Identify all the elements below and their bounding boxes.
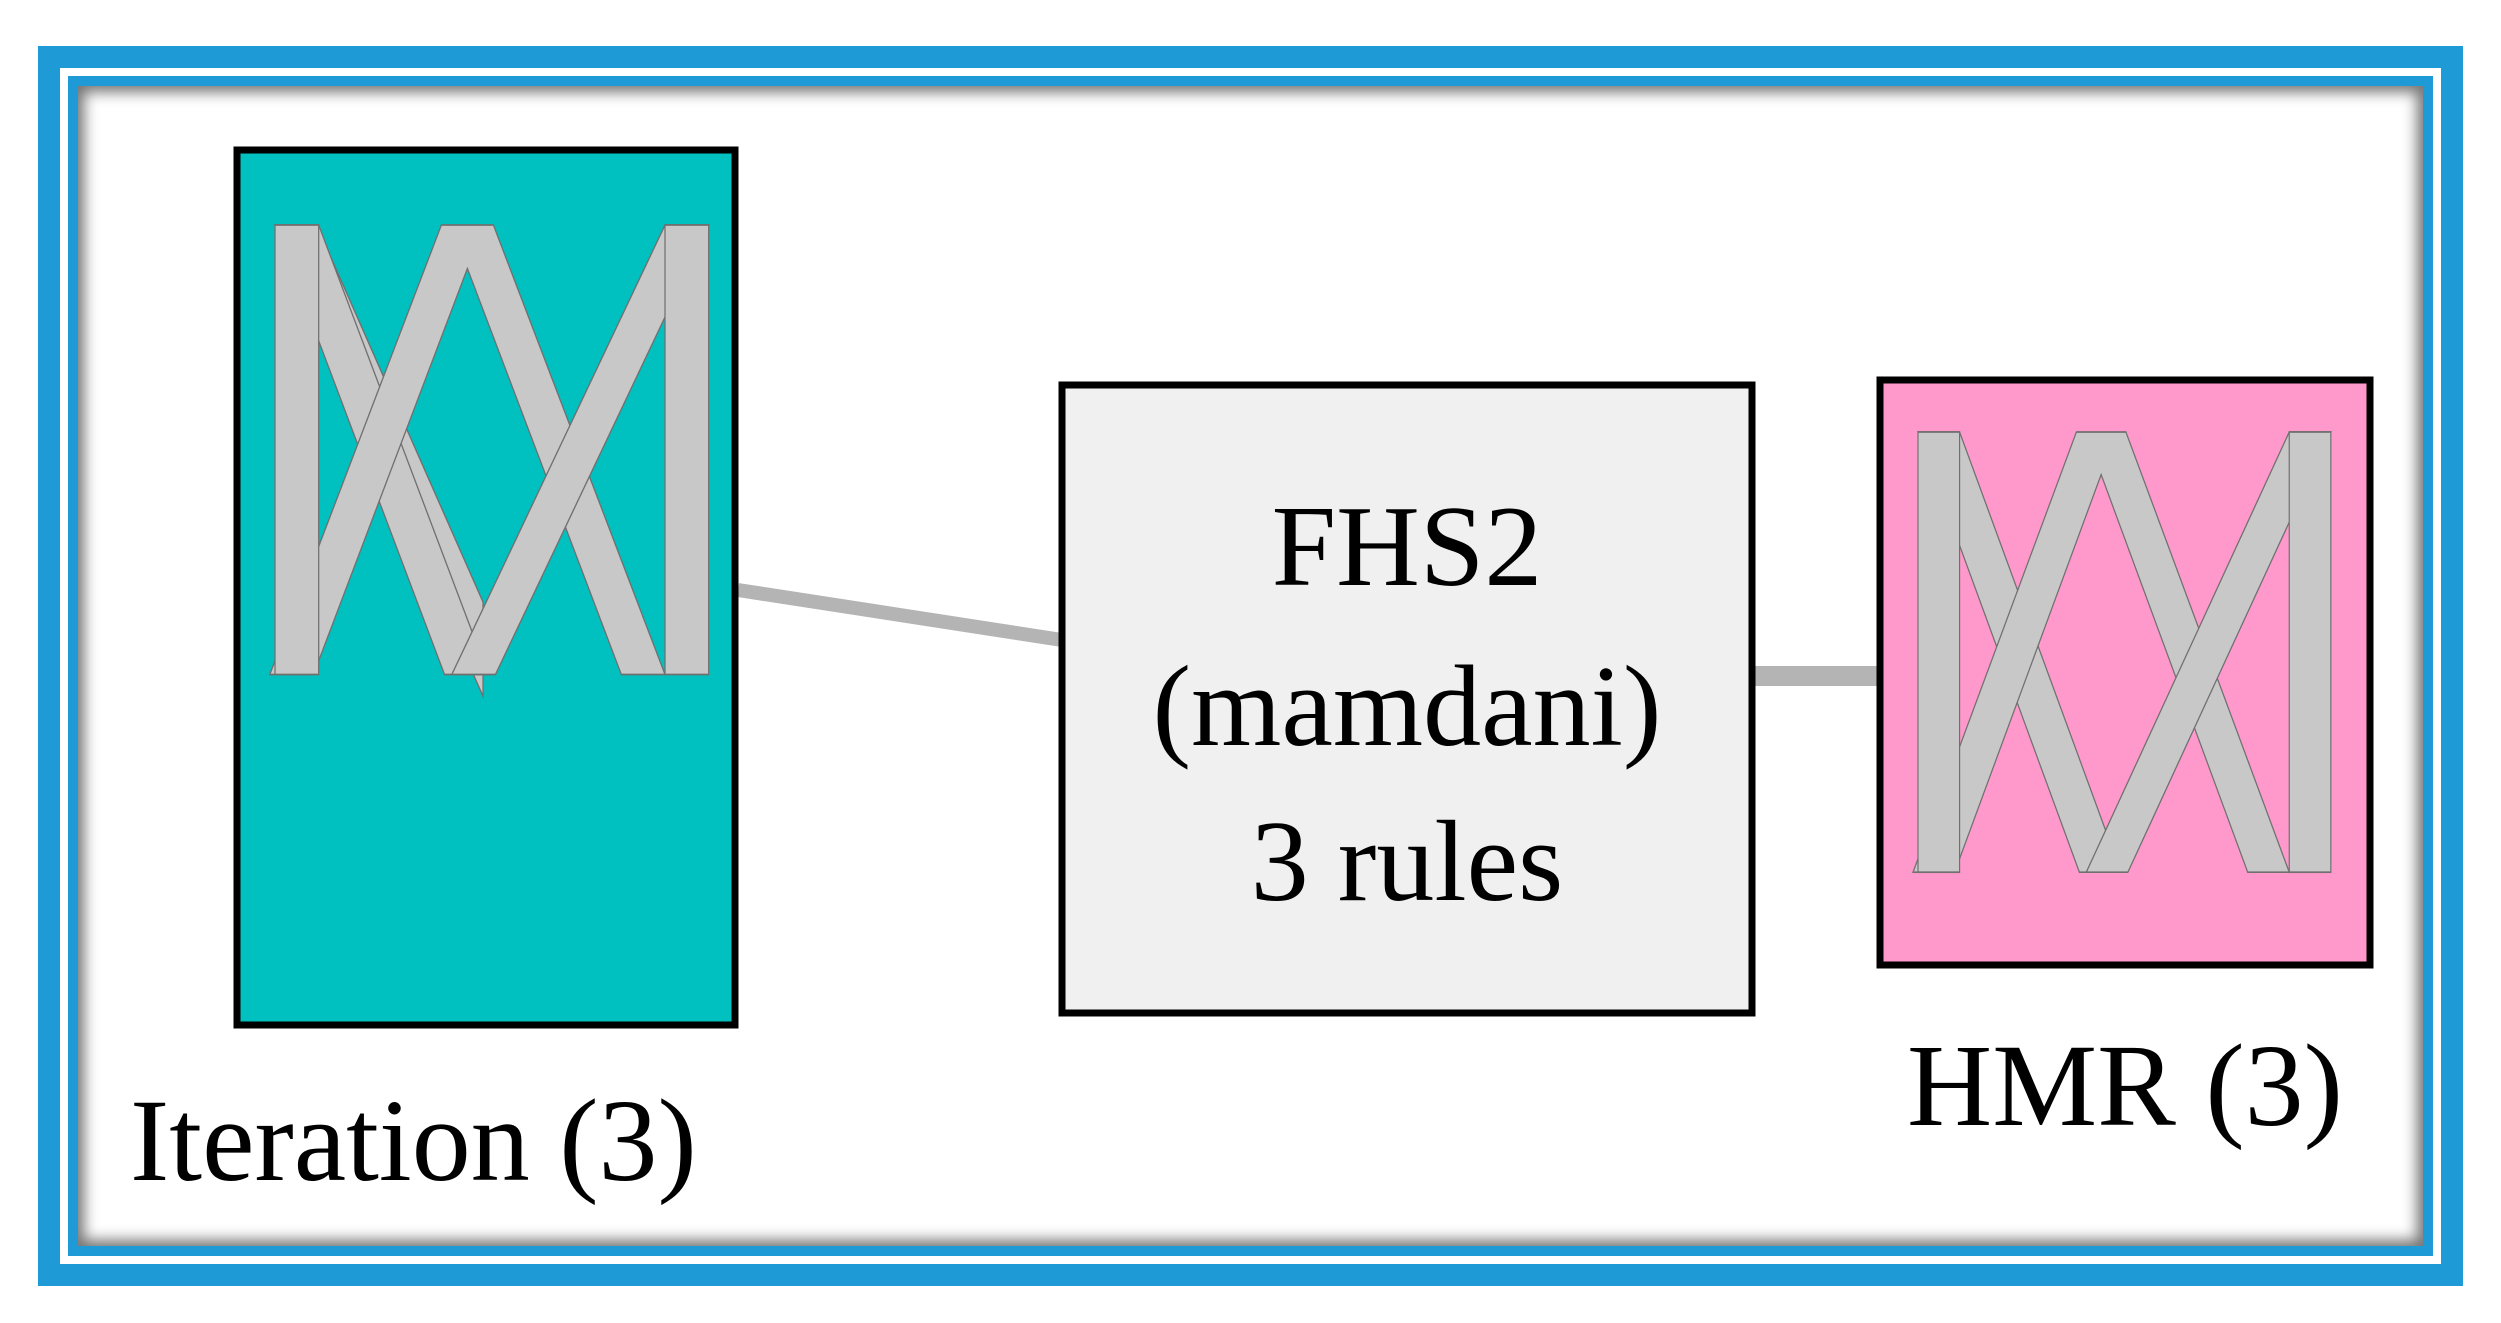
system-name: FHS2 [1272,483,1543,611]
output-block[interactable]: HMR (3) [1876,376,2374,1151]
membership-functions-icon [268,224,710,700]
system-block[interactable]: FHS2 (mamdani) 3 rules [1058,381,1756,1017]
system-type: (mamdani) [1153,643,1662,771]
system-block-box [1058,381,1756,1017]
input-block[interactable]: Iteration (3) [130,146,739,1206]
system-rules: 3 rules [1251,798,1564,926]
membership-functions-icon [1912,431,2332,874]
output-block-label: HMR (3) [1907,1020,2343,1151]
input-block-label: Iteration (3) [130,1075,697,1206]
connector-input-system [736,583,1064,647]
